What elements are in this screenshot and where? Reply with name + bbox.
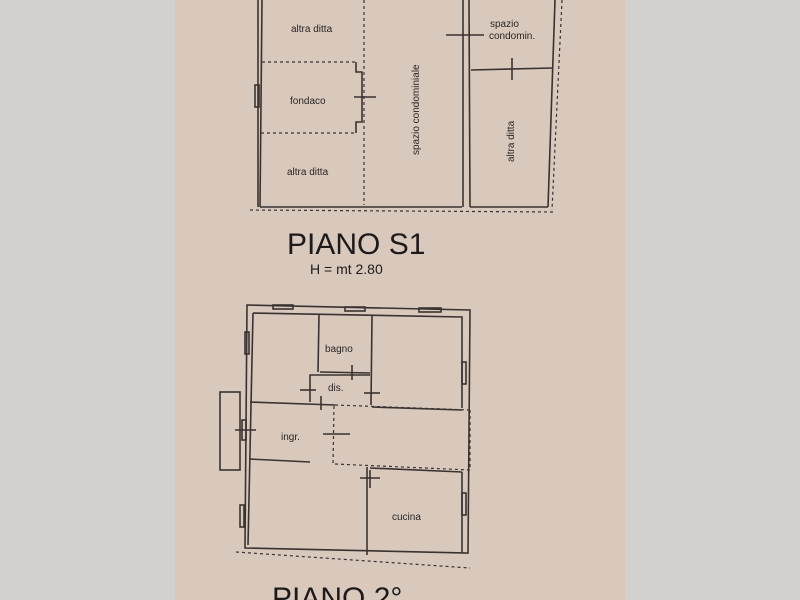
property-line [235, 551, 471, 569]
floor-title: PIANO S1 [287, 228, 425, 261]
plan-2: bagno dis. ingr. cucina PIANO 2° [219, 304, 471, 600]
outer-wall [244, 304, 471, 554]
property-line [249, 209, 554, 213]
window-marks [235, 304, 467, 528]
dashed-line [334, 463, 471, 471]
room-label: altra ditta [287, 167, 329, 178]
wall [369, 467, 463, 473]
property-line [551, 0, 563, 211]
room-label: altra ditta [506, 120, 517, 162]
room-label-ingr: ingr. [281, 432, 300, 443]
ceiling-height: H = mt 2.80 [310, 261, 383, 277]
balcony [219, 391, 241, 471]
wall [468, 0, 471, 208]
wall [249, 401, 336, 406]
paper-sheet [175, 0, 625, 600]
room-label: fondaco [290, 96, 326, 107]
wall [370, 315, 373, 406]
room-label-dis: dis. [328, 383, 344, 394]
wall [371, 406, 463, 411]
room-label: spazio condominiale [411, 64, 422, 155]
wall [547, 0, 556, 208]
window [254, 84, 260, 108]
room-label-bagno: bagno [325, 344, 353, 355]
room-label-cucina: cucina [392, 512, 421, 523]
wall [259, 0, 263, 208]
dis-wall [309, 374, 370, 402]
room-label: altra ditta [291, 24, 333, 35]
dashed-line [332, 405, 335, 465]
dashed-line [334, 404, 471, 411]
wall [319, 371, 371, 374]
inner-wall [247, 312, 254, 546]
floor-title: PIANO 2° [272, 582, 402, 600]
inner-wall [252, 312, 463, 408]
room-label: condomin. [489, 31, 535, 42]
plan-s1: altra ditta fondaco altra ditta spazio c… [249, 0, 563, 277]
room-label: spazio [490, 19, 519, 30]
wall [317, 314, 320, 373]
wall [248, 458, 311, 463]
